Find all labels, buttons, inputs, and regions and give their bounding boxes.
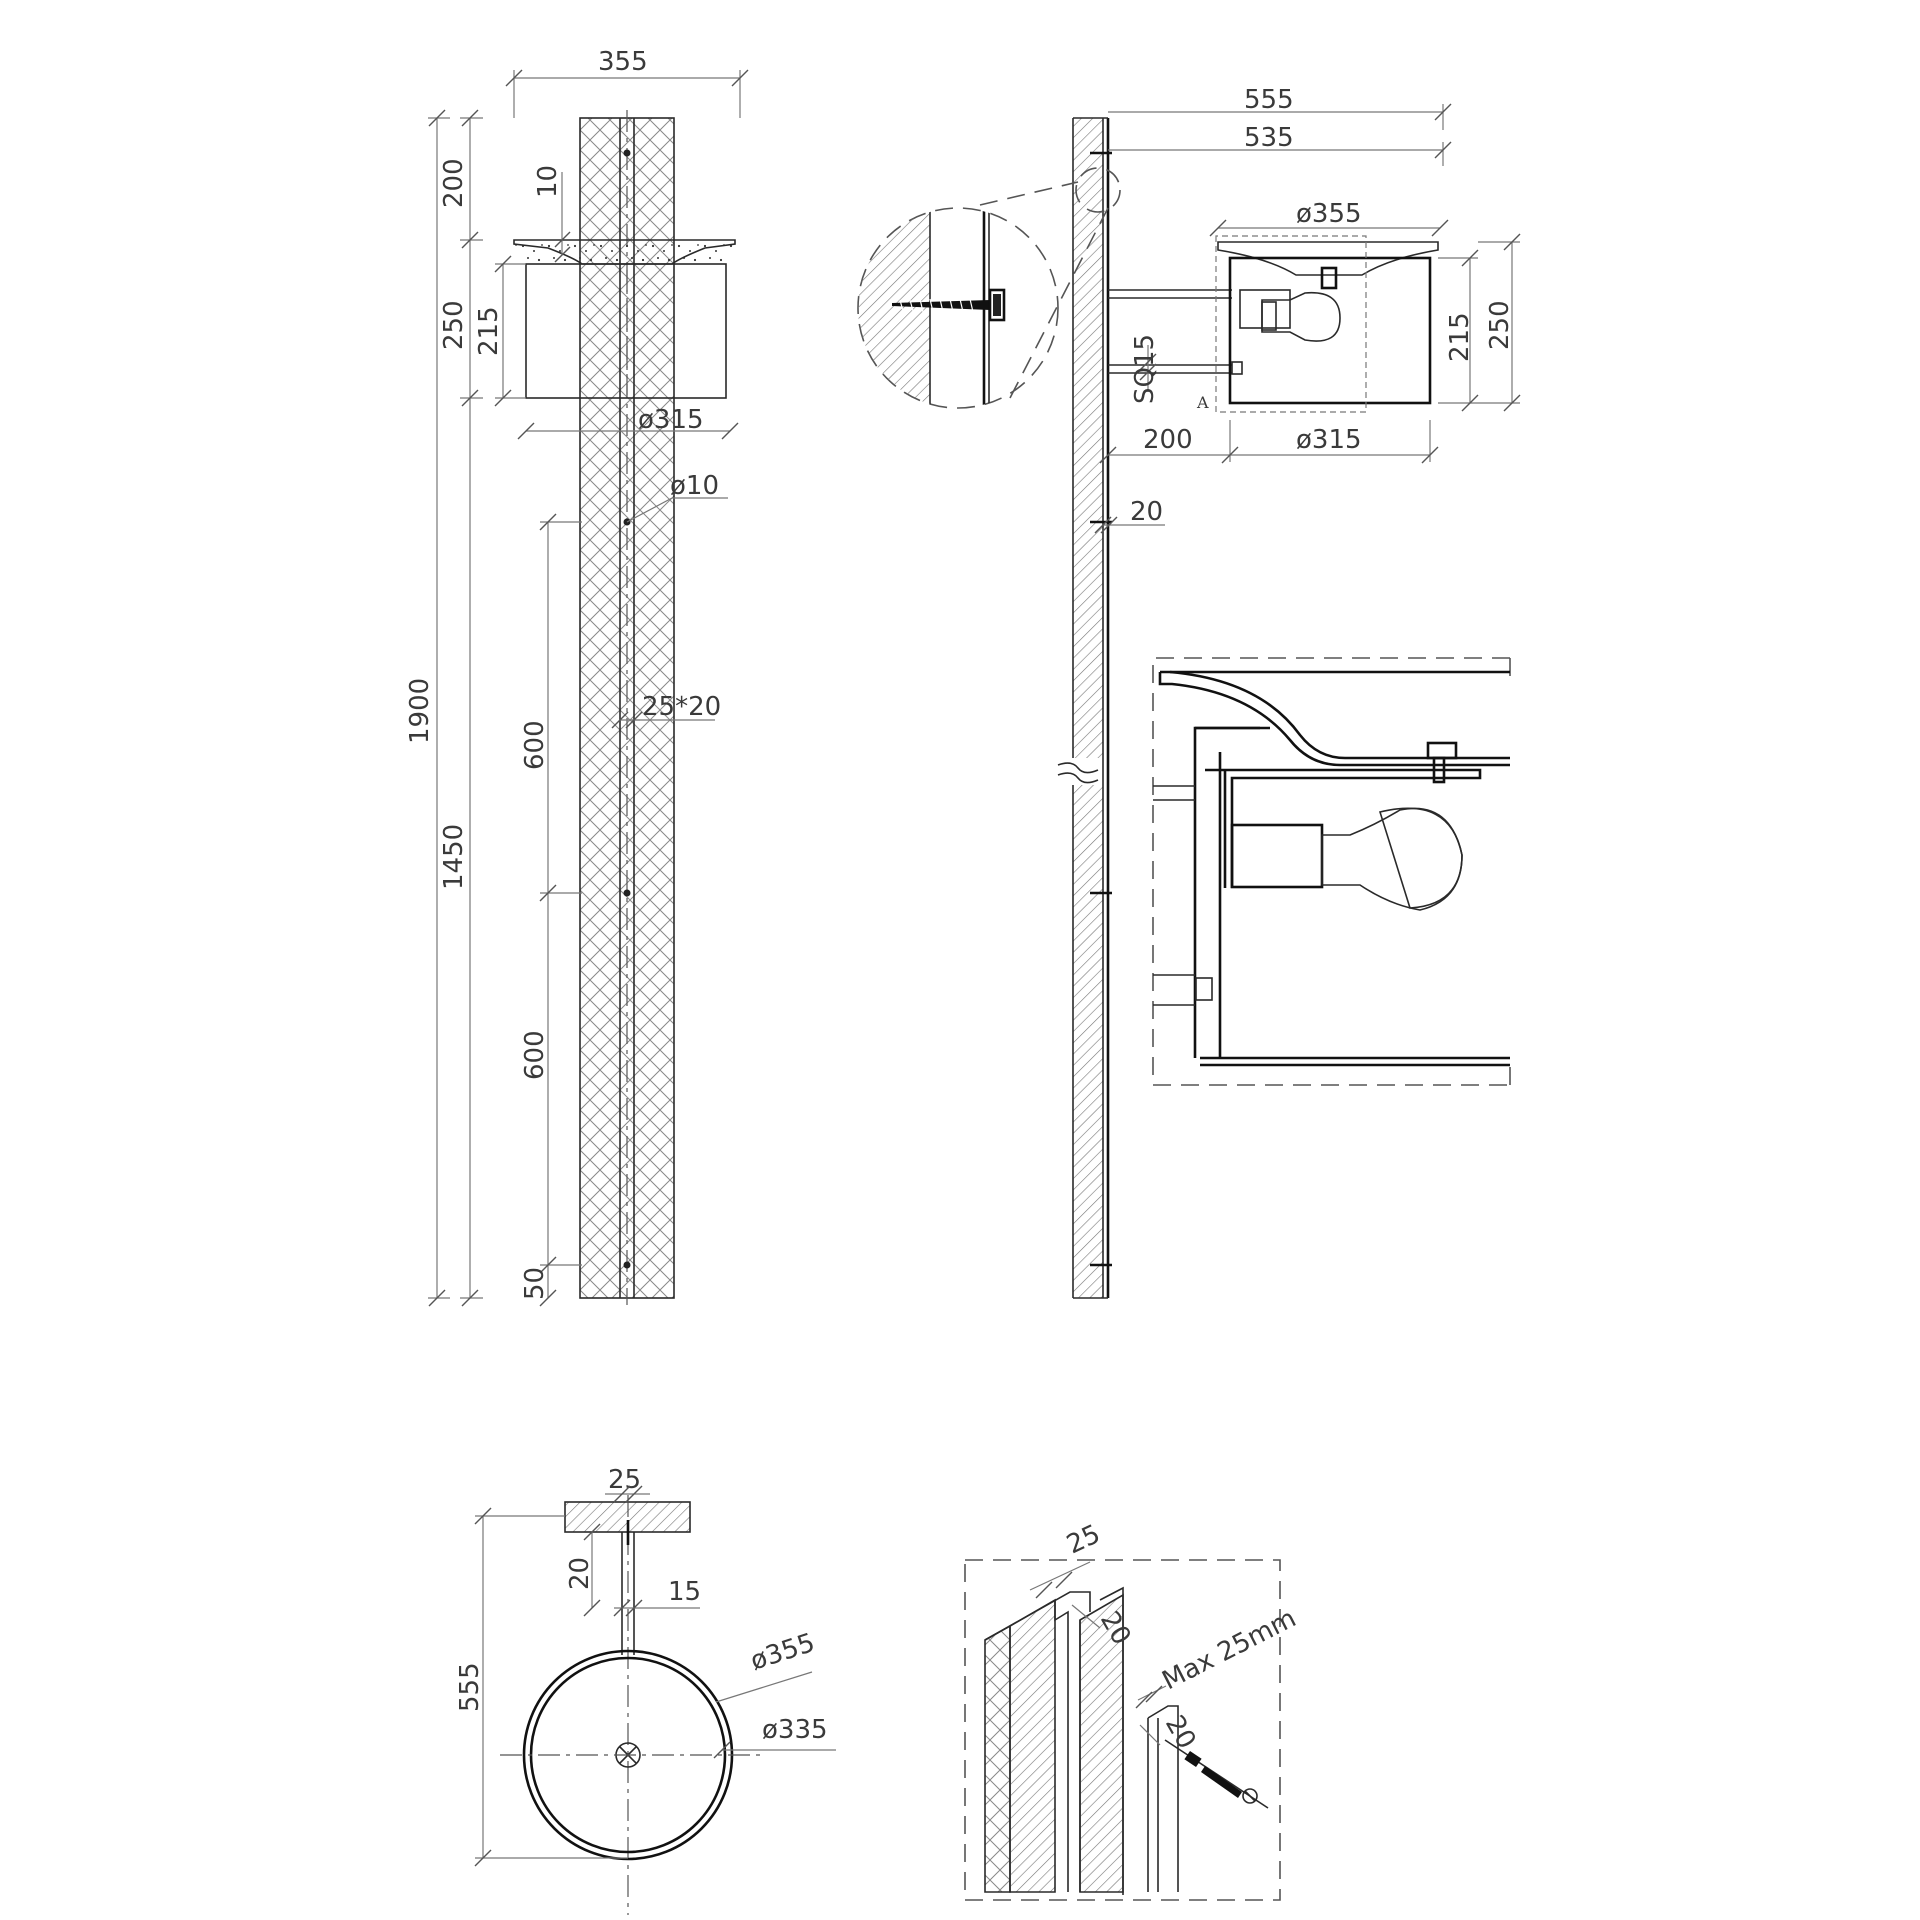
enlarged-detail	[1152, 657, 1511, 1086]
dim-535: 535	[1244, 123, 1294, 153]
dim-215: 215	[474, 306, 504, 356]
dim-250: 250	[439, 300, 469, 350]
side-top-plate	[1217, 241, 1439, 276]
dim-side-d315: ø315	[1296, 425, 1362, 455]
front-top-plate	[515, 243, 735, 263]
dim-plan-555: 555	[455, 1662, 485, 1712]
front-elevation: 355 ø315 ø10 25*20 1900 200	[405, 47, 749, 1307]
dim-50: 50	[520, 1267, 550, 1300]
dim-side-20: 20	[1130, 497, 1163, 527]
dim-10: 10	[533, 165, 563, 198]
dim-plan-25: 25	[608, 1465, 641, 1495]
side-shade	[1228, 256, 1432, 405]
screw-icon	[623, 1261, 631, 1269]
dim-profile: 25*20	[642, 692, 721, 722]
side-elevation: A 555 535 ø355	[857, 85, 1521, 1299]
dim-1900: 1900	[405, 678, 435, 744]
dim-plan-20: 20	[565, 1557, 595, 1590]
dim-plan-15: 15	[668, 1577, 701, 1607]
dim-600b: 600	[520, 1030, 550, 1080]
dim-d315: ø315	[638, 405, 704, 435]
dim-sq15: SQ15	[1130, 334, 1160, 404]
install-detail: 25 20 Max 25mm 20	[964, 1519, 1301, 1901]
screw-exploded-icon	[1201, 1766, 1242, 1798]
section-marker: A	[1196, 393, 1209, 412]
dim-side-250: 250	[1485, 300, 1515, 350]
dim-side-d355: ø355	[1296, 199, 1362, 229]
dim-1450: 1450	[439, 824, 469, 890]
bulb-detail-icon	[1321, 807, 1463, 911]
bulb-icon	[1261, 291, 1341, 342]
front-shade	[525, 263, 727, 399]
dim-install-20b: 20	[1159, 1711, 1202, 1755]
dim-200: 200	[439, 158, 469, 208]
dim-d10: ø10	[670, 471, 719, 501]
dim-plan-d335: ø335	[762, 1715, 828, 1745]
dim-355: 355	[598, 47, 648, 77]
side-wall	[1073, 785, 1103, 1298]
dim-side-215: 215	[1445, 312, 1475, 362]
plan-view: 25 20 15 555 ø355 ø335	[455, 1465, 836, 1915]
dim-plan-d355: ø355	[747, 1628, 819, 1677]
washer-icon	[1242, 1788, 1258, 1804]
screw-icon	[623, 149, 631, 157]
dim-555: 555	[1244, 85, 1294, 115]
side-wall	[1073, 118, 1103, 758]
dim-600a: 600	[520, 720, 550, 770]
dim-install-25: 25	[1062, 1519, 1105, 1560]
dim-side-200: 200	[1143, 425, 1193, 455]
screw-icon	[623, 889, 631, 897]
